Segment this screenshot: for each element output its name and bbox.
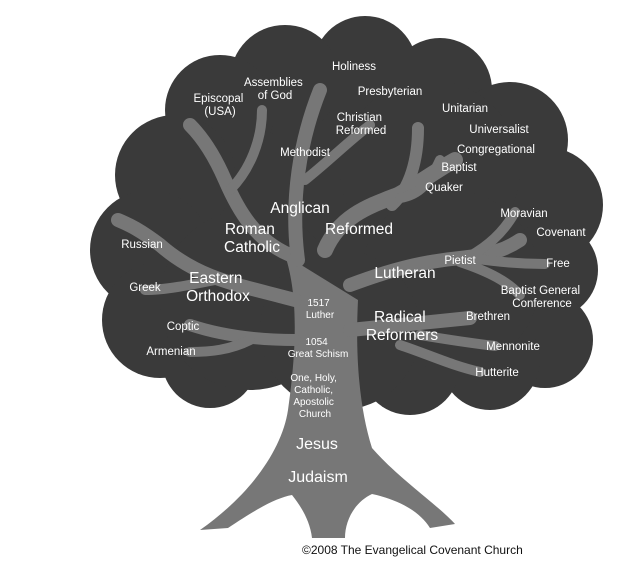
radical-reformers-label: Radical Reformers — [366, 309, 439, 344]
mennonite-label: Mennonite — [486, 341, 540, 353]
brethren-label: Brethren — [466, 311, 510, 323]
moravian-label: Moravian — [500, 208, 547, 220]
luther-1517-label: 1517 Luther — [306, 298, 335, 321]
great-schism-label: 1054 Great Schism — [288, 337, 349, 360]
presbyterian-label: Presbyterian — [358, 86, 423, 98]
coptic-label: Coptic — [167, 321, 200, 333]
eastern-orthodox-label: Eastern Orthodox — [186, 270, 250, 305]
covenant-label: Covenant — [536, 227, 586, 239]
holiness-label: Holiness — [332, 61, 376, 73]
baptist-general-conference-label: Baptist General Conference — [501, 285, 583, 310]
free-label: Free — [546, 258, 570, 270]
roman-catholic-label: Roman Catholic — [224, 221, 280, 256]
pietist-label: Pietist — [444, 255, 476, 267]
congregational-label: Congregational — [457, 144, 535, 156]
assemblies-of-god-label: Assemblies of God — [244, 77, 306, 102]
baptist-label: Baptist — [441, 162, 477, 174]
reformed-label: Reformed — [325, 221, 393, 238]
greek-label: Greek — [129, 282, 161, 294]
jesus-label: Jesus — [296, 436, 338, 453]
trunk-and-branches — [111, 83, 550, 538]
methodist-label: Methodist — [280, 147, 331, 159]
russian-label: Russian — [121, 239, 163, 251]
christian-reformed-label: Christian Reformed — [336, 112, 387, 137]
armenian-label: Armenian — [146, 346, 195, 358]
unitarian-label: Unitarian — [442, 103, 488, 115]
hutterite-label: Hutterite — [475, 367, 518, 379]
universalist-label: Universalist — [469, 124, 529, 136]
judaism-label: Judaism — [288, 469, 348, 486]
anglican-label: Anglican — [270, 200, 329, 217]
one-holy-catholic-apostolic-church-label: One, Holy, Catholic, Apostolic Church — [290, 373, 339, 420]
episcopal-label: Episcopal (USA) — [193, 93, 246, 118]
copyright-notice: ©2008 The Evangelical Covenant Church — [302, 543, 523, 557]
lutheran-label: Lutheran — [374, 265, 435, 282]
quaker-label: Quaker — [425, 182, 463, 194]
